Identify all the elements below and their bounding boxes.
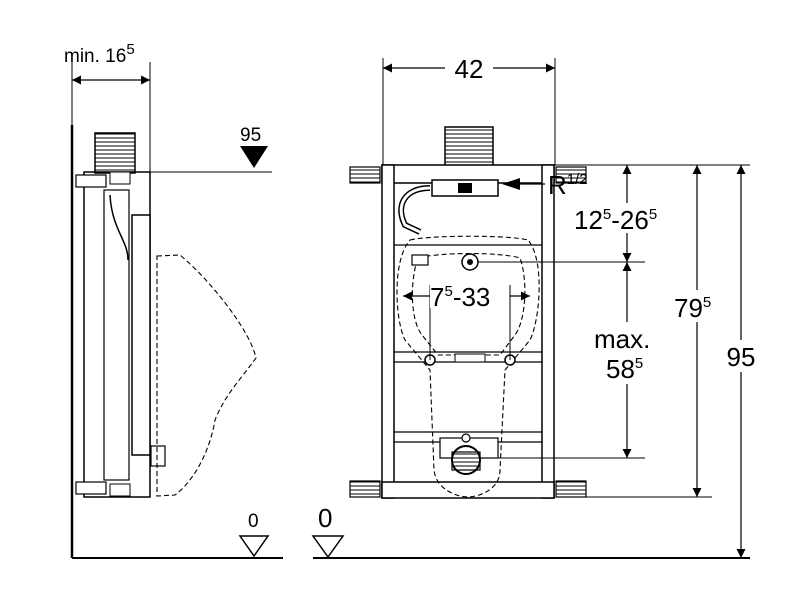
front-left-post — [381, 164, 395, 499]
front-top-left-foot — [349, 166, 381, 184]
front-supply-range-label: 125-265 — [574, 205, 657, 235]
front-total-height-bg — [720, 340, 762, 372]
side-top-bracket — [75, 174, 107, 188]
side-waste-fitting — [150, 445, 166, 467]
front-waste-collar — [451, 451, 481, 471]
side-bottom-bracket-pad — [109, 483, 131, 497]
front-frame-height-bg — [672, 290, 726, 322]
side-top-bracket-pad — [109, 171, 131, 185]
front-outlet-spacing-label: 75-33 — [430, 282, 490, 312]
side-mounting-plate — [131, 214, 151, 456]
front-total-height-label: 95 — [727, 342, 756, 372]
front-outlet-height-bg — [590, 322, 670, 384]
front-zero-label: 0 — [318, 503, 332, 533]
front-waste-cap — [461, 433, 471, 443]
side-supply-pipe — [94, 132, 136, 174]
front-zero-marker-icon — [311, 535, 345, 559]
side-bottom-bracket — [75, 481, 107, 495]
front-valve-nut — [458, 183, 472, 193]
side-frame-inner — [103, 189, 130, 481]
front-urinal-inner-outline — [411, 252, 526, 356]
front-right-post — [541, 164, 555, 499]
front-outlet-height-max-label: max. — [594, 324, 650, 354]
front-view: 42 R1/2 — [311, 54, 762, 559]
side-view: min. 165 95 0 — [64, 41, 283, 559]
front-bottom-left-foot — [349, 480, 381, 498]
front-inlet-fitting-core — [467, 259, 473, 265]
front-outlet-height-label: 585 — [606, 354, 643, 384]
front-bolt-plate — [454, 353, 486, 363]
front-frame-height-label: 795 — [674, 293, 711, 323]
front-supply-range-bg — [570, 203, 680, 233]
front-spacing-label-bg — [430, 278, 508, 308]
side-height-marker-icon — [240, 146, 268, 168]
front-flush-pipe-inner — [399, 186, 431, 234]
front-width-label: 42 — [455, 54, 484, 84]
side-zero-marker-icon — [238, 535, 270, 558]
front-bottom-right-foot — [555, 480, 587, 498]
side-zero-label: 0 — [248, 511, 259, 532]
front-width-label-bg — [445, 54, 493, 82]
front-supply-pipe — [444, 126, 494, 168]
front-connection-arrow-icon — [502, 178, 520, 190]
side-min-depth-label: min. 165 — [64, 41, 135, 67]
front-urinal-outline — [396, 235, 540, 498]
front-top-right-foot — [555, 166, 587, 184]
front-bottom-rail — [381, 481, 555, 499]
side-urinal-outline — [156, 254, 257, 497]
side-top-height-label: 95 — [240, 125, 261, 146]
front-connection-label: R1/2 — [548, 170, 588, 200]
side-flush-pipe — [109, 194, 129, 261]
front-bracket-stub — [411, 254, 429, 266]
